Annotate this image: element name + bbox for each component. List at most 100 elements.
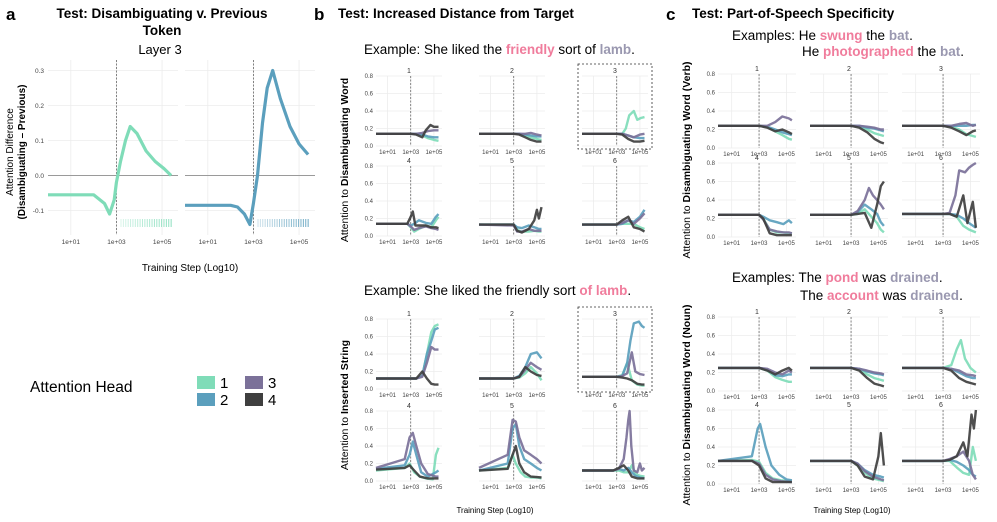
series-line-head-2 xyxy=(185,68,310,227)
x-tick-label: 1e+03 xyxy=(402,240,420,246)
y-tick-label: 0.0 xyxy=(707,146,716,152)
y-tick-label: 0.2 xyxy=(707,464,716,470)
series-line-head-4 xyxy=(902,124,977,137)
x-tick-label: 1e+03 xyxy=(935,488,953,494)
facet-label: 5 xyxy=(847,402,851,409)
series-line-head-1 xyxy=(810,366,885,382)
facet-label: 4 xyxy=(755,155,759,162)
legend-label-2: 2 xyxy=(220,392,228,409)
legend-swatch-2 xyxy=(197,393,215,406)
legend-swatch-4 xyxy=(245,393,263,406)
x-tick-label: 1e+03 xyxy=(505,240,523,246)
x-tick-label: 1e+01 xyxy=(815,241,833,247)
x-tick-label: 1e+01 xyxy=(585,393,603,399)
ex-text: . xyxy=(959,288,963,303)
series-line-head-4 xyxy=(902,409,978,463)
x-tick-label: 1e+05 xyxy=(425,150,443,156)
x-tick-label: 1e+03 xyxy=(505,150,523,156)
x-tick-label: 1e+03 xyxy=(505,485,523,491)
legend-label-3: 3 xyxy=(268,375,276,392)
y-tick-label: 0.0 xyxy=(707,482,716,488)
x-tick-label: 1e+03 xyxy=(751,241,769,247)
facet-label: 4 xyxy=(407,158,411,165)
y-tick-label: 0.4 xyxy=(707,352,716,358)
x-tick-label: 1e+05 xyxy=(870,488,888,494)
y-tick-label: 0.8 xyxy=(365,409,374,415)
x-tick-label: 1e+03 xyxy=(843,152,861,158)
panel-b-ylabel-top: Attention to Disambiguating Word xyxy=(339,78,351,242)
panel-c-ylabel-bottom: Attention to Disambiguating Word (Noun) xyxy=(681,304,693,505)
y-tick-label: 0.4 xyxy=(707,109,716,115)
ex-text: . xyxy=(631,42,635,57)
y-tick-label: 0.8 xyxy=(707,161,716,167)
y-tick-label: 0.2 xyxy=(365,370,374,376)
x-tick-label: 1e+03 xyxy=(935,395,953,401)
x-tick-label: 1e+03 xyxy=(751,488,769,494)
y-tick-label: 0.0 xyxy=(707,235,716,241)
series-line-head-4 xyxy=(479,206,543,234)
x-tick-label: 1e+05 xyxy=(153,239,172,246)
ex-target: drained xyxy=(910,288,959,303)
y-tick-label: 0.2 xyxy=(365,217,374,223)
y-tick-label: 0.1 xyxy=(35,138,44,145)
y-tick-label: 0.8 xyxy=(707,72,716,78)
x-tick-label: 1e+01 xyxy=(379,393,397,399)
series-line-head-4 xyxy=(479,365,542,380)
y-tick-label: 0.4 xyxy=(365,444,374,450)
series-line-head-3 xyxy=(478,418,543,469)
facet-label: 5 xyxy=(510,158,514,165)
series-line-head-4 xyxy=(810,366,885,388)
series-line-head-4 xyxy=(810,431,886,481)
series-line-head-1 xyxy=(582,109,645,135)
series-line-head-2 xyxy=(717,422,793,482)
panel-c-xlabel: Training Step (Log10) xyxy=(813,506,890,515)
series-line-head-3 xyxy=(376,345,439,380)
ex-text: . xyxy=(960,44,964,59)
x-tick-label: 1e+03 xyxy=(843,395,861,401)
x-tick-label: 1e+05 xyxy=(425,485,443,491)
ex-highlight: friendly xyxy=(506,42,555,57)
series-line-head-4 xyxy=(582,464,645,480)
panel-b-letter: b xyxy=(314,5,324,24)
facet-label: 6 xyxy=(613,403,617,410)
x-tick-label: 1e+03 xyxy=(402,150,420,156)
series-line-head-4 xyxy=(479,132,542,143)
x-tick-label: 1e+01 xyxy=(379,485,397,491)
panel-c-example-2b: The account was drained. xyxy=(800,288,963,303)
series-line-head-4 xyxy=(718,124,793,136)
series-line-head-4 xyxy=(718,366,793,376)
y-tick-label: 0.0 xyxy=(365,234,374,240)
series-line-head-4 xyxy=(718,459,792,484)
series-line-head-4 xyxy=(582,132,645,143)
panel-c-title: Test: Part-of-Speech Specificity xyxy=(692,6,895,21)
x-tick-label: 1e+05 xyxy=(528,240,546,246)
x-tick-label: 1e+03 xyxy=(843,488,861,494)
y-tick-label: 0.2 xyxy=(365,462,374,468)
x-tick-label: 1e+03 xyxy=(608,240,626,246)
y-tick-label: 0.8 xyxy=(365,74,374,80)
panel-b-xlabel: Training Step (Log10) xyxy=(456,506,533,515)
ex-text: . xyxy=(909,28,913,43)
x-tick-label: 1e+01 xyxy=(482,393,500,399)
ex-target: drained xyxy=(890,270,939,285)
ex-text: Examples: He xyxy=(732,28,820,43)
ylabel-bold: Disambiguating Word (Verb) xyxy=(681,61,693,202)
ylabel-text: Attention to xyxy=(681,202,693,258)
series-line-head-3 xyxy=(718,115,793,127)
y-tick-label: 0.6 xyxy=(365,92,374,98)
legend-label-1: 1 xyxy=(220,375,228,392)
x-tick-label: 1e+01 xyxy=(379,240,397,246)
panel-c-example-1b: He photographed the bat. xyxy=(802,44,964,59)
x-tick-label: 1e+01 xyxy=(907,395,925,401)
y-tick-label: -0.1 xyxy=(33,208,45,215)
y-tick-label: 0.4 xyxy=(365,352,374,358)
facet-label: 5 xyxy=(847,155,851,162)
panel-a-title: Test: Disambiguating v. Previous xyxy=(56,6,267,21)
x-tick-label: 1e+05 xyxy=(870,395,888,401)
x-tick-label: 1e+03 xyxy=(843,241,861,247)
ex-highlight: account xyxy=(827,288,879,303)
series-line-head-4 xyxy=(478,444,542,479)
y-tick-label: 0.8 xyxy=(707,315,716,321)
x-tick-label: 1e+01 xyxy=(723,241,741,247)
